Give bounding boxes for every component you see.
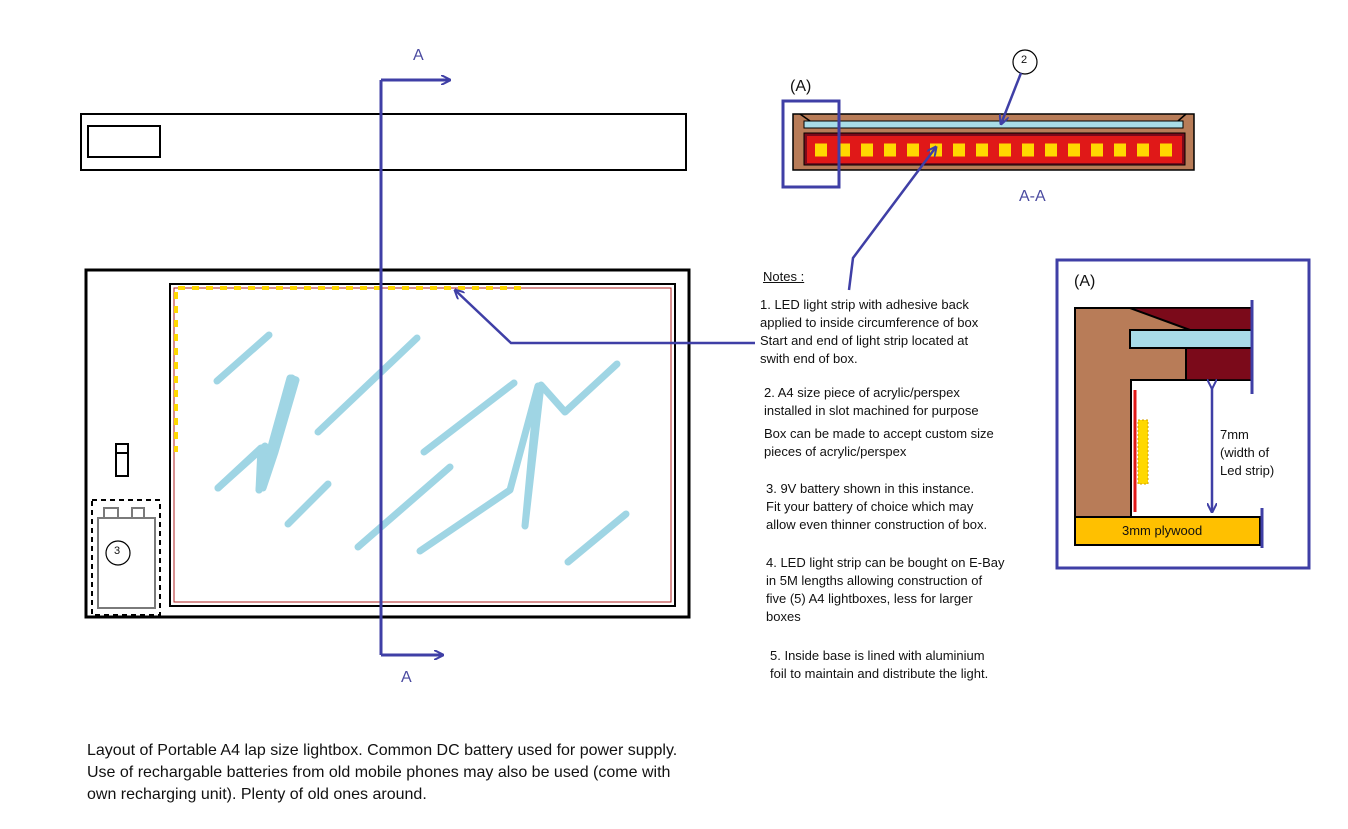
notes-heading: Notes : xyxy=(763,269,805,284)
switch-slot xyxy=(87,125,161,158)
callout-3-label: 3 xyxy=(114,545,121,557)
battery-icon xyxy=(97,517,156,609)
leader-lines xyxy=(455,72,1023,345)
callout-2-circle xyxy=(1012,49,1038,75)
detail-view-title: (A) xyxy=(1074,273,1096,290)
section-view xyxy=(781,49,1195,189)
side-elevation xyxy=(80,113,687,171)
detail-marker-label: (A) xyxy=(790,78,812,95)
note-2b: Box can be made to accept custom size pi… xyxy=(764,426,994,459)
dimension-label: 7mm (width of Led strip) xyxy=(1220,427,1275,478)
section-view-title: A-A xyxy=(1019,188,1046,205)
note-5: 5. Inside base is lined with aluminium f… xyxy=(770,648,989,681)
callout-2-label: 2 xyxy=(1021,54,1028,66)
detail-view xyxy=(1055,258,1311,570)
detail-marker-box xyxy=(781,99,841,189)
section-mark-bottom: A xyxy=(401,669,412,686)
note-4: 4. LED light strip can be bought on E-Ba… xyxy=(766,555,1005,624)
section-line-a xyxy=(379,80,450,655)
note-1: 1. LED light strip with adhesive back ap… xyxy=(760,297,979,366)
section-mark-top: A xyxy=(413,47,424,64)
note-2: 2. A4 size piece of acrylic/perspex inst… xyxy=(764,385,979,418)
note-3: 3. 9V battery shown in this instance. Fi… xyxy=(766,481,988,532)
plywood-base xyxy=(1074,516,1261,546)
plan-view xyxy=(84,268,691,619)
glass-reflection-strokes xyxy=(213,331,630,566)
power-switch-icon xyxy=(115,443,129,477)
caption: Layout of Portable A4 lap size lightbox.… xyxy=(87,742,678,803)
plywood-label: 3mm plywood xyxy=(1122,523,1203,538)
acrylic-panel xyxy=(169,283,676,607)
callout-3-circle xyxy=(105,540,131,566)
acrylic-detail xyxy=(1129,329,1253,349)
